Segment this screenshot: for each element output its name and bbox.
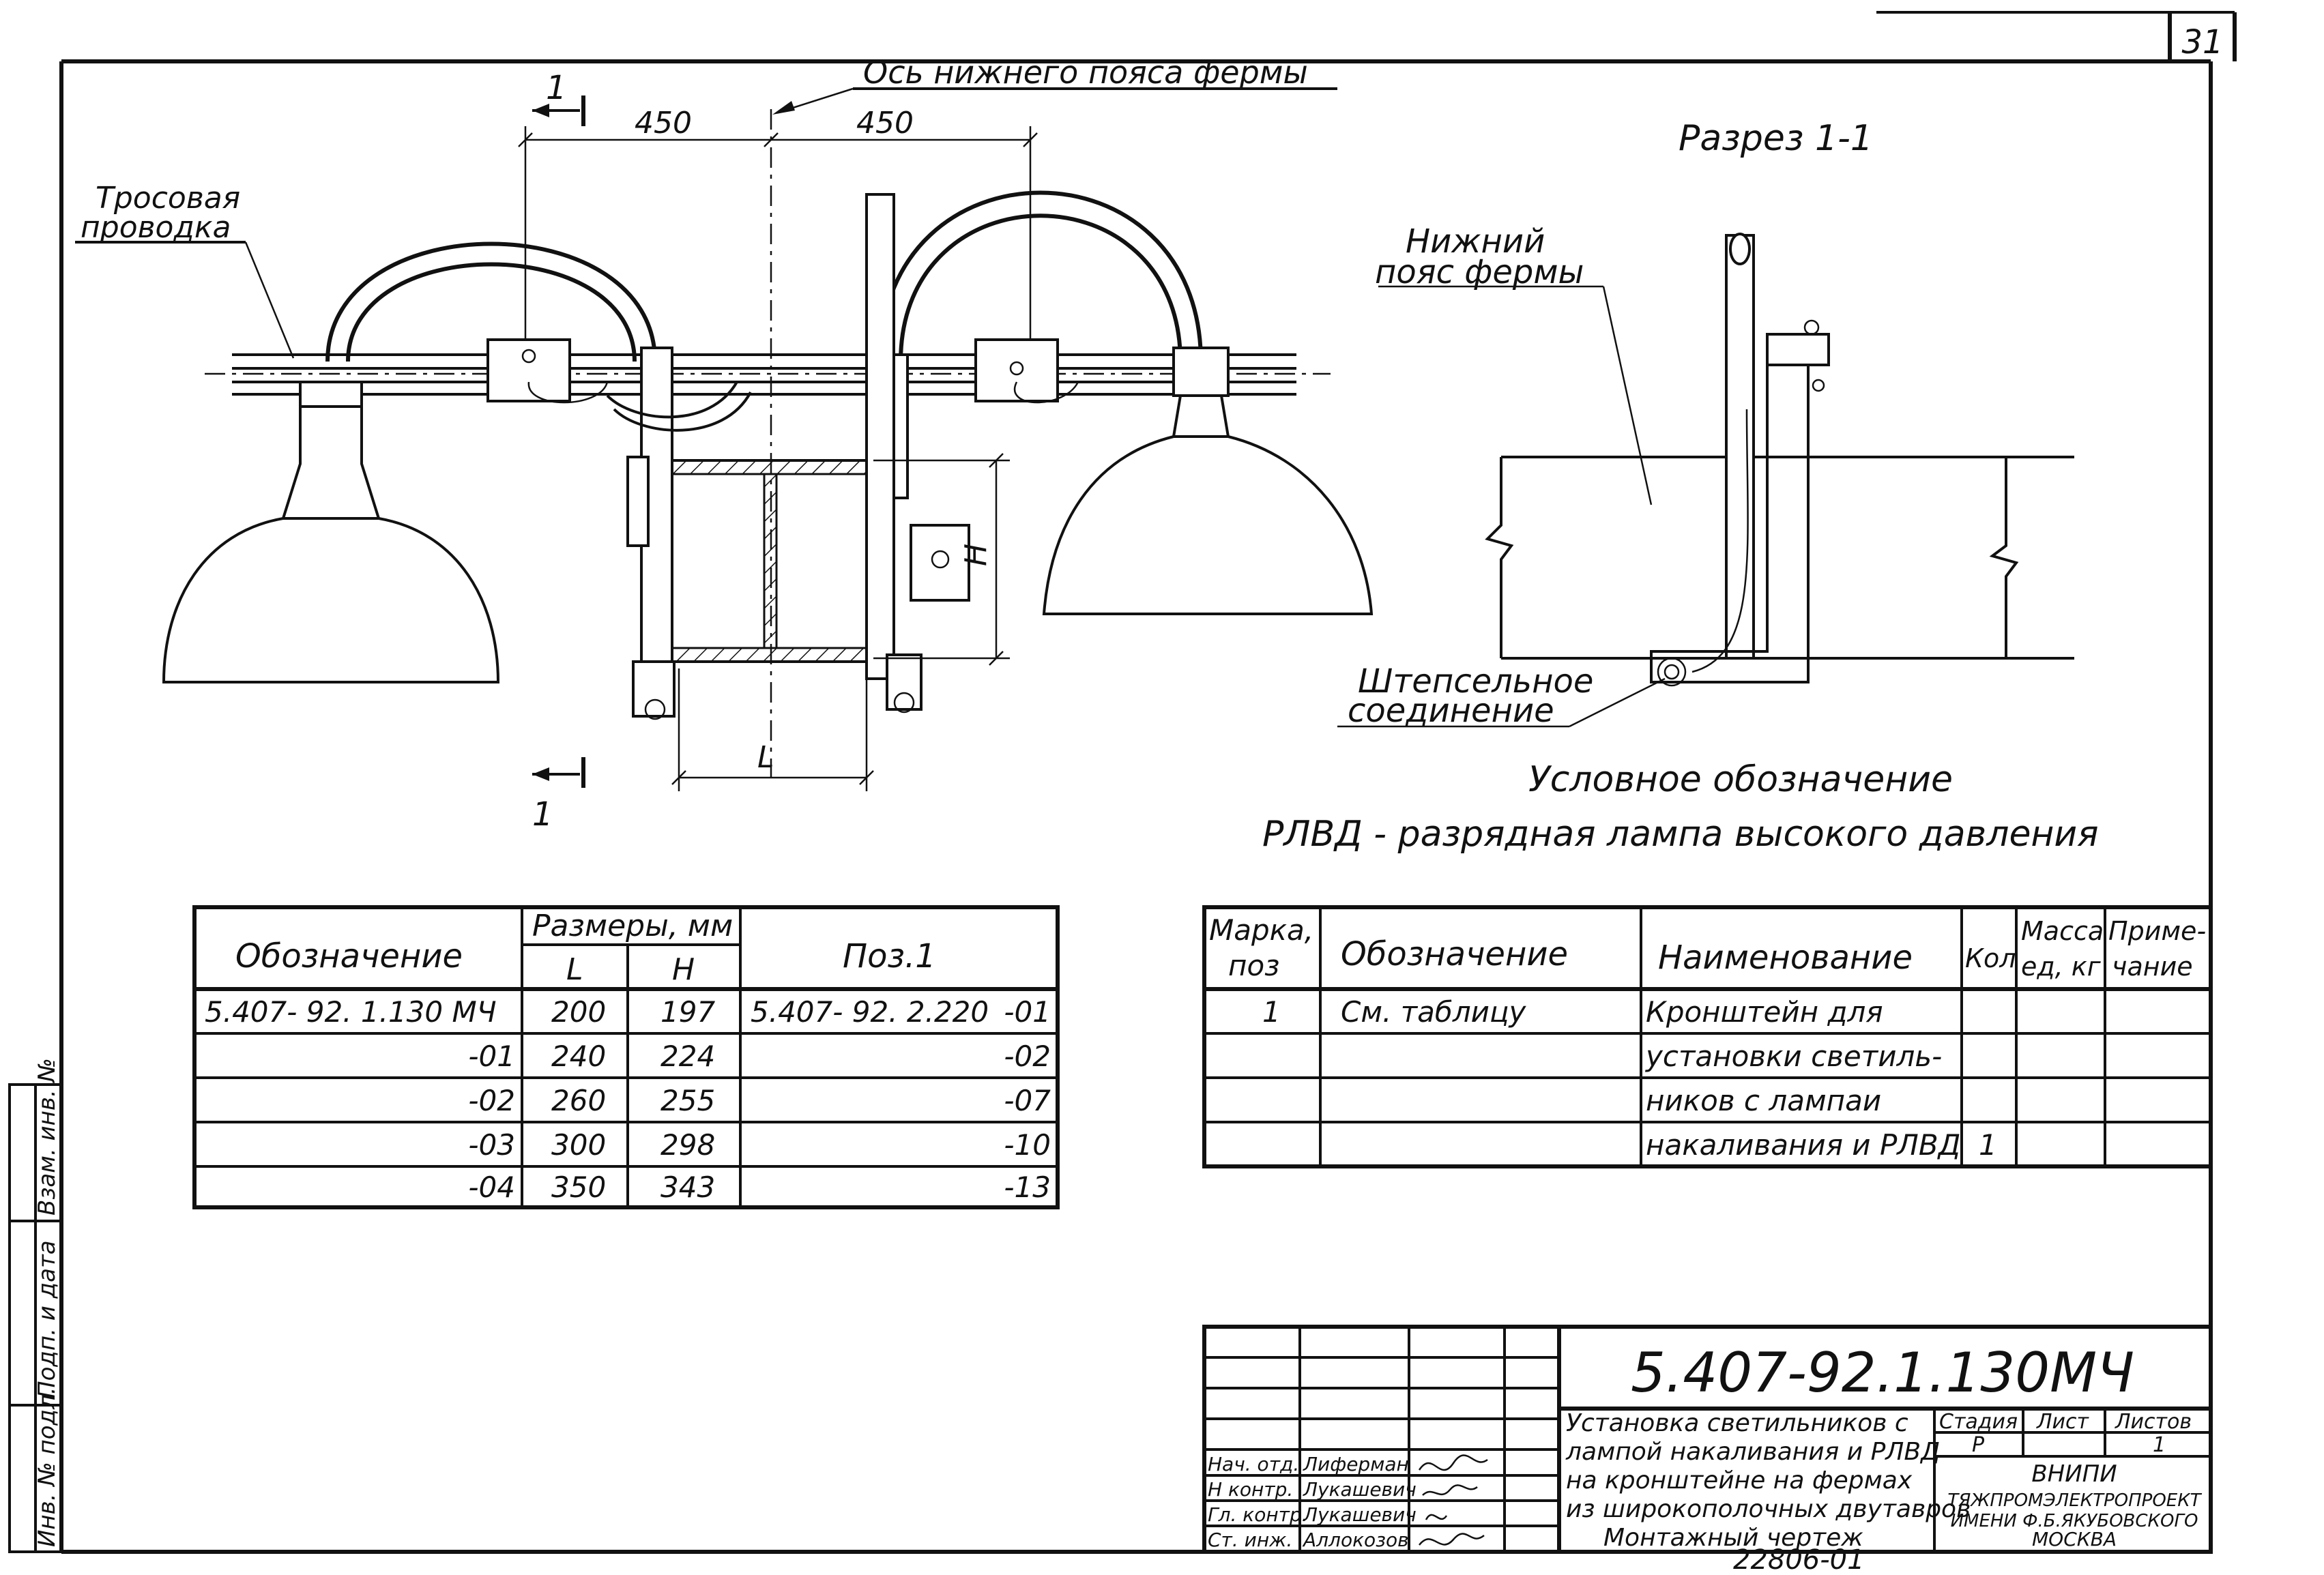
size-row-4-designation: -03 bbox=[468, 1128, 515, 1162]
spec-header-designation: Обозначение bbox=[1341, 935, 1568, 973]
sheets-label: Листов bbox=[2115, 1410, 2192, 1434]
lower-chord-label: Нижний bbox=[1406, 222, 1545, 261]
sheet-label: Лист bbox=[2036, 1410, 2090, 1434]
title-line-3: на кронштейне на фермах bbox=[1566, 1467, 1913, 1495]
size-row-2-H: 224 bbox=[660, 1040, 715, 1073]
staff-name-4: Аллокозов bbox=[1302, 1529, 1409, 1551]
dim-H: H bbox=[959, 544, 993, 566]
dim-right-450: 450 bbox=[856, 106, 914, 141]
lower-chord-label-2: пояс фермы bbox=[1375, 253, 1584, 291]
spec-header-mark: Марка, bbox=[1209, 913, 1313, 947]
spec-header-note: Приме- bbox=[2108, 916, 2206, 946]
size-row-5-H: 343 bbox=[660, 1171, 715, 1204]
spec-row-1-name: Кронштейн для bbox=[1646, 995, 1883, 1029]
plug-connection-label-2: соединение bbox=[1348, 692, 1554, 730]
size-table-header-L: L bbox=[566, 952, 583, 987]
size-table-header-pos: Поз.1 bbox=[843, 937, 936, 975]
title-block bbox=[1202, 1325, 2213, 1554]
elevation-view bbox=[75, 87, 1374, 791]
stage-value: Р bbox=[1972, 1433, 1985, 1457]
spec-row-2-name: установки светиль- bbox=[1644, 1040, 1942, 1073]
org-line-2: ТЯЖПРОМЭЛЕКТРОПРОЕКТ bbox=[1947, 1490, 2202, 1511]
side-stamp-label-repl: Взам. инв. № bbox=[33, 1058, 61, 1216]
size-row-1-pos-base: 5.407- 92. 2.220 bbox=[751, 995, 989, 1029]
size-row-2-designation: -01 bbox=[468, 1040, 515, 1073]
legend-title: Условное обозначение bbox=[1528, 759, 1953, 800]
plug-connection-label: Штепсельное bbox=[1358, 662, 1593, 701]
spec-header-mark-2: поз bbox=[1228, 949, 1280, 982]
size-row-1-designation: 5.407- 92. 1.130 МЧ bbox=[205, 995, 497, 1029]
staff-name-3: Лукашевич bbox=[1303, 1503, 1417, 1526]
section-mark-top: 1 bbox=[546, 69, 567, 107]
section-view bbox=[1337, 233, 2074, 728]
cable-label-2: проводка bbox=[81, 210, 231, 245]
title-line-1: Установка светильников с bbox=[1566, 1409, 1908, 1437]
title-line-4: из широкополочных двутавров bbox=[1566, 1495, 1971, 1523]
legend-text: РЛВД - разрядная лампа высокого давления bbox=[1262, 814, 2099, 855]
staff-role-3: Гл. контр. bbox=[1208, 1503, 1308, 1526]
size-row-3-designation: -02 bbox=[468, 1084, 515, 1117]
size-table-header-sizes: Размеры, мм bbox=[532, 909, 733, 943]
side-stamp-label-sign: Подп. и дата bbox=[33, 1240, 61, 1398]
spec-header-note-2: чание bbox=[2112, 952, 2193, 982]
size-row-5-pos: -13 bbox=[1004, 1171, 1051, 1204]
size-table-header-designation: Обозначение bbox=[235, 937, 463, 975]
size-row-1-L: 200 bbox=[551, 995, 606, 1029]
staff-role-2: Н контр. bbox=[1208, 1478, 1293, 1501]
section-mark-bottom: 1 bbox=[532, 795, 553, 834]
spec-header-name: Наименование bbox=[1658, 939, 1913, 977]
size-row-4-H: 298 bbox=[660, 1128, 715, 1162]
spec-row-4-name: накаливания и РЛВД bbox=[1646, 1128, 1961, 1162]
title-line-2: лампой накаливания и РЛВД bbox=[1565, 1438, 1940, 1466]
size-row-5-L: 350 bbox=[551, 1171, 606, 1204]
org-line-3: ИМЕНИ Ф.Б.ЯКУБОВСКОГО bbox=[1951, 1511, 2198, 1531]
size-row-4-pos: -10 bbox=[1004, 1128, 1051, 1162]
spec-header-qty: Кол bbox=[1965, 943, 2016, 973]
spec-table bbox=[1202, 905, 2213, 1168]
spec-header-mass-2: ед, кг bbox=[2021, 952, 2102, 982]
size-row-3-pos: -07 bbox=[1004, 1084, 1051, 1117]
spec-header-mass: Масса bbox=[2021, 916, 2104, 946]
title-block-code: 5.407-92.1.130МЧ bbox=[1631, 1341, 2134, 1404]
size-row-1-pos: -01 bbox=[1004, 995, 1051, 1029]
org-line-4: МОСКВА bbox=[2032, 1528, 2117, 1550]
spec-row-1-designation: См. таблицу bbox=[1341, 995, 1527, 1029]
size-row-1-H: 197 bbox=[660, 995, 715, 1029]
size-row-2-L: 240 bbox=[551, 1040, 606, 1073]
truss-axis-label: Ось нижнего пояса фермы bbox=[863, 54, 1308, 91]
cable-label: Тросовая bbox=[96, 181, 240, 216]
spec-row-4-qty: 1 bbox=[1979, 1128, 1997, 1162]
size-row-5-designation: -04 bbox=[468, 1171, 515, 1204]
stage-label: Стадия bbox=[1939, 1410, 2018, 1434]
size-table bbox=[192, 905, 1060, 1209]
staff-name-1: Лиферман bbox=[1303, 1453, 1409, 1475]
size-row-3-L: 260 bbox=[551, 1084, 606, 1117]
footer-number: 22806-01 bbox=[1733, 1544, 1865, 1572]
staff-role-1: Нач. отд. bbox=[1208, 1453, 1299, 1475]
side-stamp-label-inv: Инв. № подл. bbox=[33, 1387, 61, 1547]
size-row-3-H: 255 bbox=[660, 1084, 715, 1117]
sheet-number: 31 bbox=[2181, 23, 2223, 61]
org-line-1: ВНИПИ bbox=[2031, 1460, 2117, 1488]
title-sheet-type: Монтажный чертеж bbox=[1603, 1524, 1863, 1552]
section-title: Разрез 1-1 bbox=[1679, 118, 1873, 159]
size-row-2-pos: -02 bbox=[1004, 1040, 1051, 1073]
spec-row-3-name: ников с лампаи bbox=[1646, 1084, 1881, 1117]
dim-left-450: 450 bbox=[635, 106, 692, 141]
sheets-value: 1 bbox=[2153, 1433, 2166, 1457]
size-table-header-H: H bbox=[672, 952, 695, 987]
dim-L: L bbox=[757, 740, 774, 775]
signatures bbox=[1418, 1454, 1488, 1546]
side-stamp bbox=[8, 1083, 63, 1553]
staff-role-4: Ст. инж. bbox=[1208, 1529, 1292, 1551]
size-row-4-L: 300 bbox=[551, 1128, 606, 1162]
spec-row-1-mark: 1 bbox=[1262, 995, 1281, 1029]
staff-name-2: Лукашевич bbox=[1303, 1478, 1417, 1501]
